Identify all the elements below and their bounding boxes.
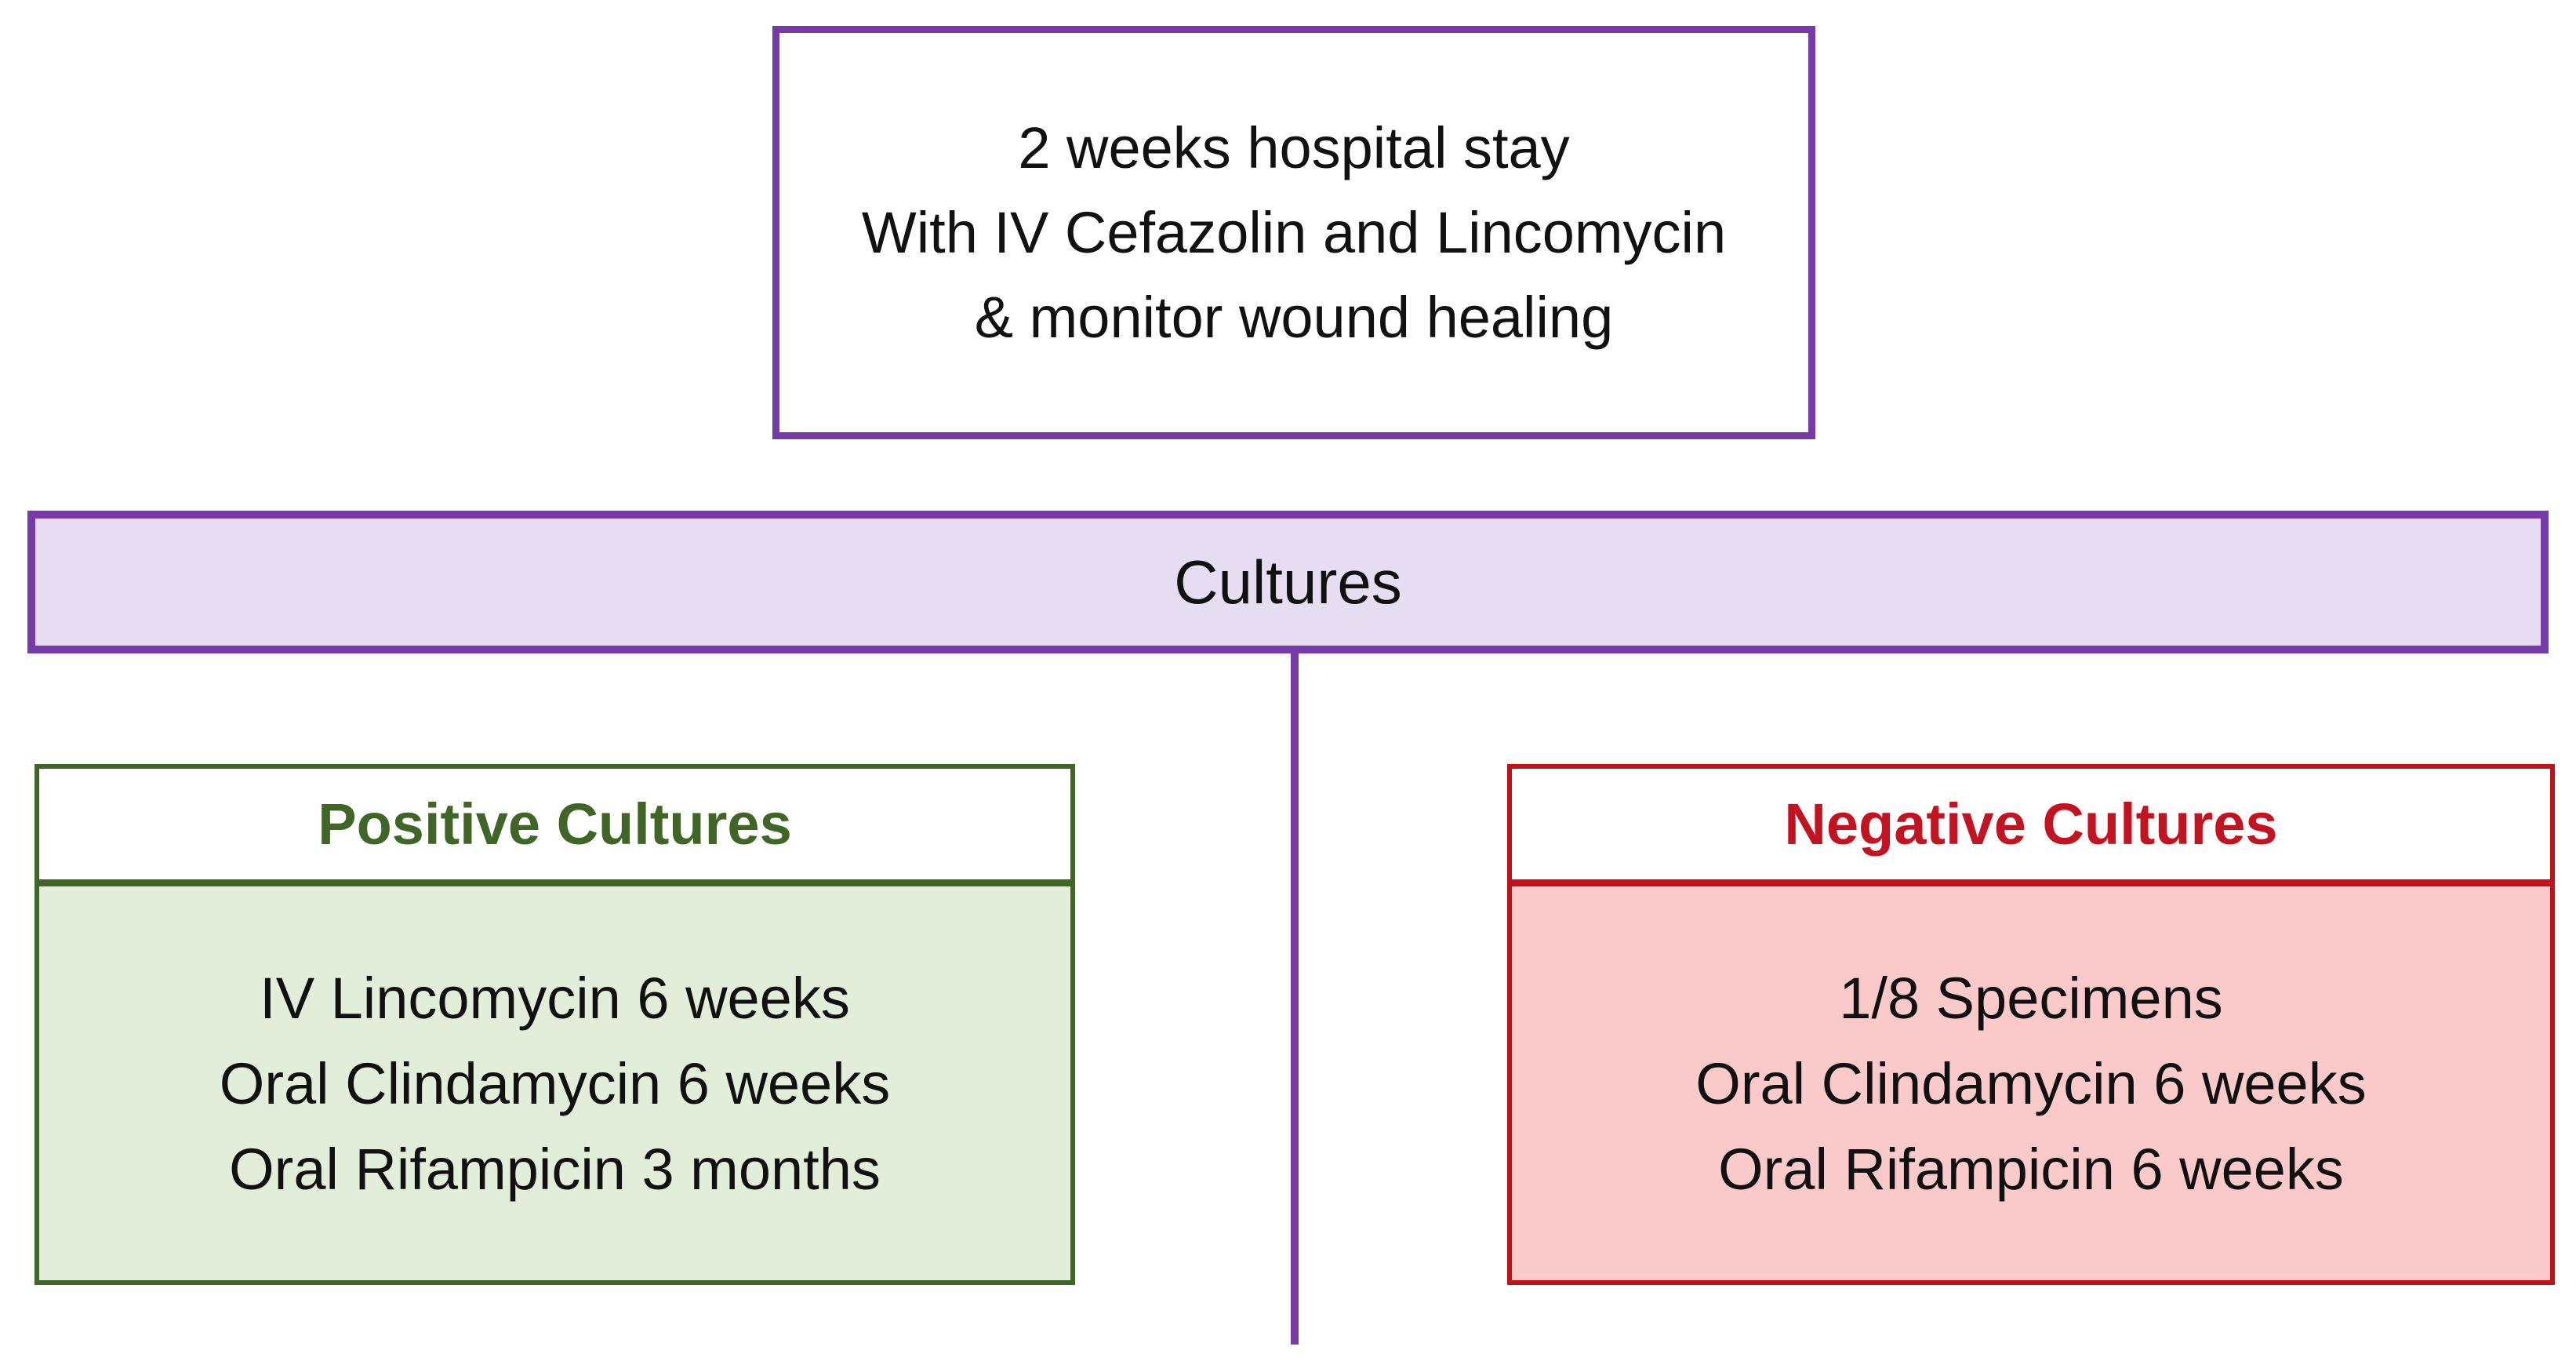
positive-treatment-line-2: Oral Clindamycin 6 weeks xyxy=(219,1050,891,1116)
cultures-bar: Cultures xyxy=(27,511,2549,653)
positive-cultures-box: Positive Cultures IV Lincomycin 6 weeks … xyxy=(35,764,1075,1285)
initial-treatment-line-3: & monitor wound healing xyxy=(974,284,1614,350)
positive-treatment-line-1: IV Lincomycin 6 weeks xyxy=(260,965,850,1031)
negative-cultures-content: 1/8 Specimens Oral Clindamycin 6 weeks O… xyxy=(1512,886,2550,1280)
negative-cultures-box: Negative Cultures 1/8 Specimens Oral Cli… xyxy=(1507,764,2555,1285)
positive-treatment-line-3: Oral Rifampicin 3 months xyxy=(229,1136,881,1202)
positive-cultures-title: Positive Cultures xyxy=(39,769,1070,886)
negative-treatment-line-2: Oral Clindamycin 6 weeks xyxy=(1695,1050,2367,1116)
positive-cultures-content: IV Lincomycin 6 weeks Oral Clindamycin 6… xyxy=(39,886,1070,1280)
cultures-bar-label: Cultures xyxy=(1174,547,1402,617)
negative-treatment-line-3: Oral Rifampicin 6 weeks xyxy=(1718,1136,2344,1202)
initial-treatment-line-1: 2 weeks hospital stay xyxy=(1018,115,1570,180)
connector-line xyxy=(1291,653,1299,1345)
initial-treatment-line-2: With IV Cefazolin and Lincomycin xyxy=(861,199,1727,265)
initial-treatment-box: 2 weeks hospital stay With IV Cefazolin … xyxy=(772,26,1815,439)
negative-treatment-line-1: 1/8 Specimens xyxy=(1839,965,2223,1031)
negative-cultures-title: Negative Cultures xyxy=(1512,769,2550,886)
